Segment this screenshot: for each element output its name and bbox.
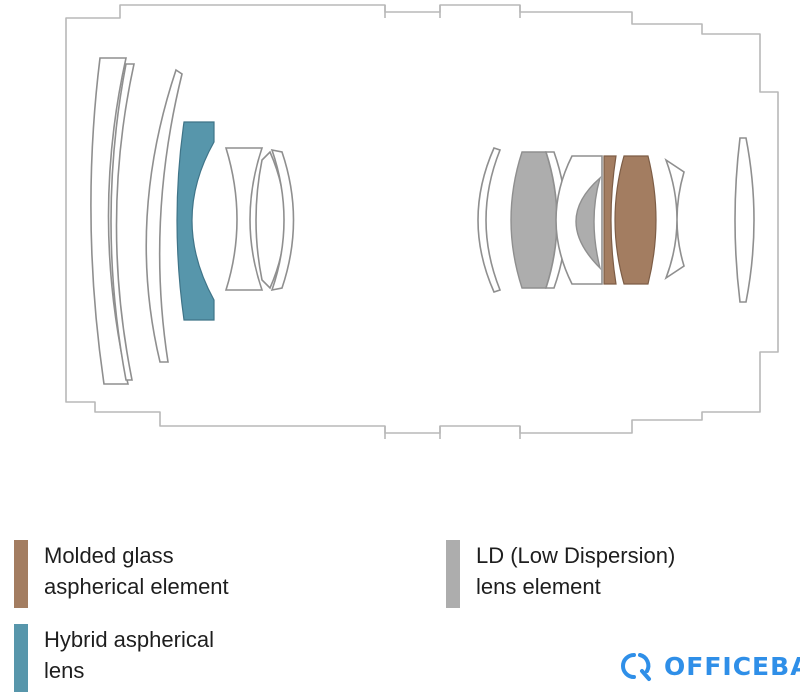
legend-label-molded: Molded glass aspherical element — [44, 540, 334, 602]
lens-element-rear-4 — [664, 157, 685, 281]
legend-text-line: lens element — [476, 574, 601, 599]
molded-glass-aspherical-element — [603, 155, 617, 285]
legend-label-ld: LD (Low Dispersion) lens element — [476, 540, 766, 602]
officeba-logo-icon — [621, 653, 651, 681]
ld-lens-element — [575, 175, 602, 271]
legend-swatch-molded — [14, 540, 28, 608]
legend-text-line: Molded glass — [44, 543, 174, 568]
ld-lens-element — [510, 151, 558, 289]
watermark-text: OFFICEBA — [664, 651, 800, 681]
lens-element-front-1 — [90, 57, 130, 385]
legend-item-ld: LD (Low Dispersion) lens element — [446, 540, 766, 608]
lens-element-doublet-c — [270, 148, 295, 292]
legend-text-line: Hybrid aspherical — [44, 627, 214, 652]
watermark: OFFICEBA — [620, 646, 800, 686]
legend-text-line: aspherical element — [44, 574, 229, 599]
lens-element-rear-5 — [734, 137, 755, 303]
lens-cross-section-diagram — [65, 4, 779, 439]
legend-swatch-hybrid — [14, 624, 28, 692]
lens-element-front-3 — [145, 68, 183, 363]
hybrid-aspherical-lens-element — [176, 121, 215, 321]
legend-item-molded: Molded glass aspherical element — [14, 540, 334, 608]
lens-barrel-outline — [65, 4, 779, 434]
legend-swatch-ld — [446, 540, 460, 608]
molded-glass-aspherical-element — [614, 155, 657, 285]
legend-text-line: lens — [44, 658, 85, 683]
lens-element-doublet-a — [224, 147, 264, 291]
lens-element-rear-1 — [477, 147, 502, 293]
legend-item-hybrid: Hybrid aspherical lens — [14, 624, 334, 692]
legend-label-hybrid: Hybrid aspherical lens — [44, 624, 334, 686]
lens-element-front-2 — [110, 63, 135, 381]
legend-text-line: LD (Low Dispersion) — [476, 543, 676, 568]
